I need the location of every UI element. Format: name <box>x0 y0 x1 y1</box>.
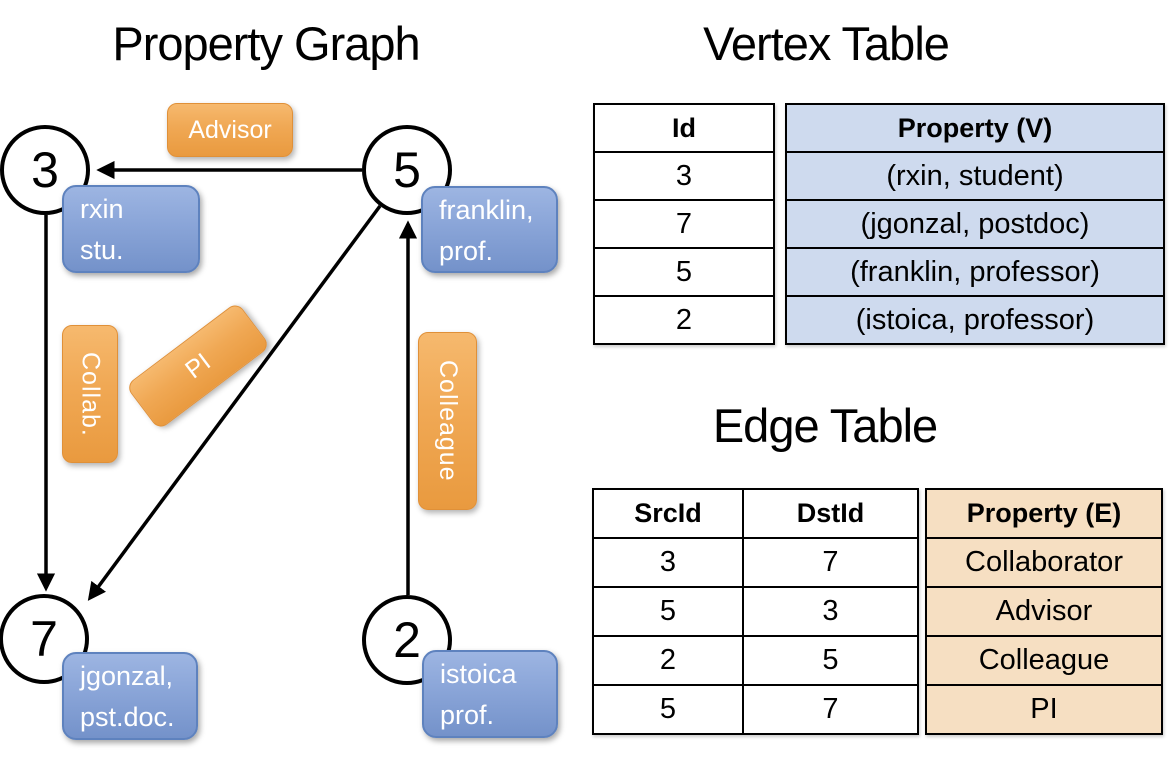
node-property-box-rxin: rxin stu. <box>62 185 200 273</box>
vertex-table-property-column: Property (V) (rxin, student) (jgonzal, p… <box>785 103 1165 345</box>
vertex-id-header: Id <box>593 103 775 153</box>
edge-property-cell: Colleague <box>925 635 1163 686</box>
edge-srcid-cell: 2 <box>592 635 744 686</box>
vertex-property-cell: (istoica, professor) <box>785 295 1165 345</box>
edge-dstid-cell: 5 <box>742 635 919 686</box>
edge-srcid-cell: 5 <box>592 684 744 735</box>
vertex-property-cell: (franklin, professor) <box>785 247 1165 297</box>
edge-property-cell: Advisor <box>925 586 1163 637</box>
vertex-property-cell: (rxin, student) <box>785 151 1165 201</box>
edge-5-to-7 <box>87 204 382 601</box>
edge-label-advisor: Advisor <box>167 103 293 157</box>
vertex-id-cell: 5 <box>593 247 775 297</box>
edge-label-text: Colleague <box>434 360 462 482</box>
graph-edges <box>36 160 418 601</box>
node-id-label: 7 <box>30 611 58 667</box>
edge-srcid-cell: 3 <box>592 537 744 588</box>
edge-dstid-cell: 3 <box>742 586 919 637</box>
edge-dstid-cell: 7 <box>742 684 919 735</box>
node-property-box-jgonzal: jgonzal, pst.doc. <box>62 652 198 740</box>
edge-dstid-header: DstId <box>742 488 919 539</box>
edge-dstid-cell: 7 <box>742 537 919 588</box>
edge-label-text: Collab. <box>76 351 105 437</box>
graph-node-5: 5 <box>362 125 452 215</box>
vertex-id-cell: 3 <box>593 151 775 201</box>
vertex-property-cell: (jgonzal, postdoc) <box>785 199 1165 249</box>
edge-property-cell: PI <box>925 684 1163 735</box>
edge-label-colleague: Colleague <box>418 332 477 510</box>
node-id-label: 3 <box>31 142 59 198</box>
edge-label-collab: Collab. <box>62 325 118 463</box>
edge-property-header: Property (E) <box>925 488 1163 539</box>
vertex-id-cell: 7 <box>593 199 775 249</box>
node-id-label: 5 <box>393 142 421 198</box>
vertex-id-cell: 2 <box>593 295 775 345</box>
edge-label-text: Advisor <box>188 115 272 144</box>
edge-table-title: Edge Table <box>712 399 938 452</box>
graph-node-2: 2 <box>362 595 452 685</box>
edge-table-id-columns: SrcId DstId 3 7 5 3 2 5 5 7 <box>592 488 919 735</box>
edge-srcid-header: SrcId <box>592 488 744 539</box>
node-id-label: 2 <box>393 612 421 668</box>
vertex-property-header: Property (V) <box>785 103 1165 153</box>
property-graph-title: Property Graph <box>112 17 420 70</box>
edge-srcid-cell: 5 <box>592 586 744 637</box>
edge-label-text: PI <box>179 347 216 384</box>
vertex-table-title: Vertex Table <box>703 17 950 70</box>
node-property-box-istoica: istoica prof. <box>422 650 558 738</box>
node-property-box-franklin: franklin, prof. <box>421 186 558 273</box>
edge-table-property-column: Property (E) Collaborator Advisor Collea… <box>925 488 1163 735</box>
vertex-table-id-column: Id 3 7 5 2 <box>593 103 775 345</box>
edge-property-cell: Collaborator <box>925 537 1163 588</box>
